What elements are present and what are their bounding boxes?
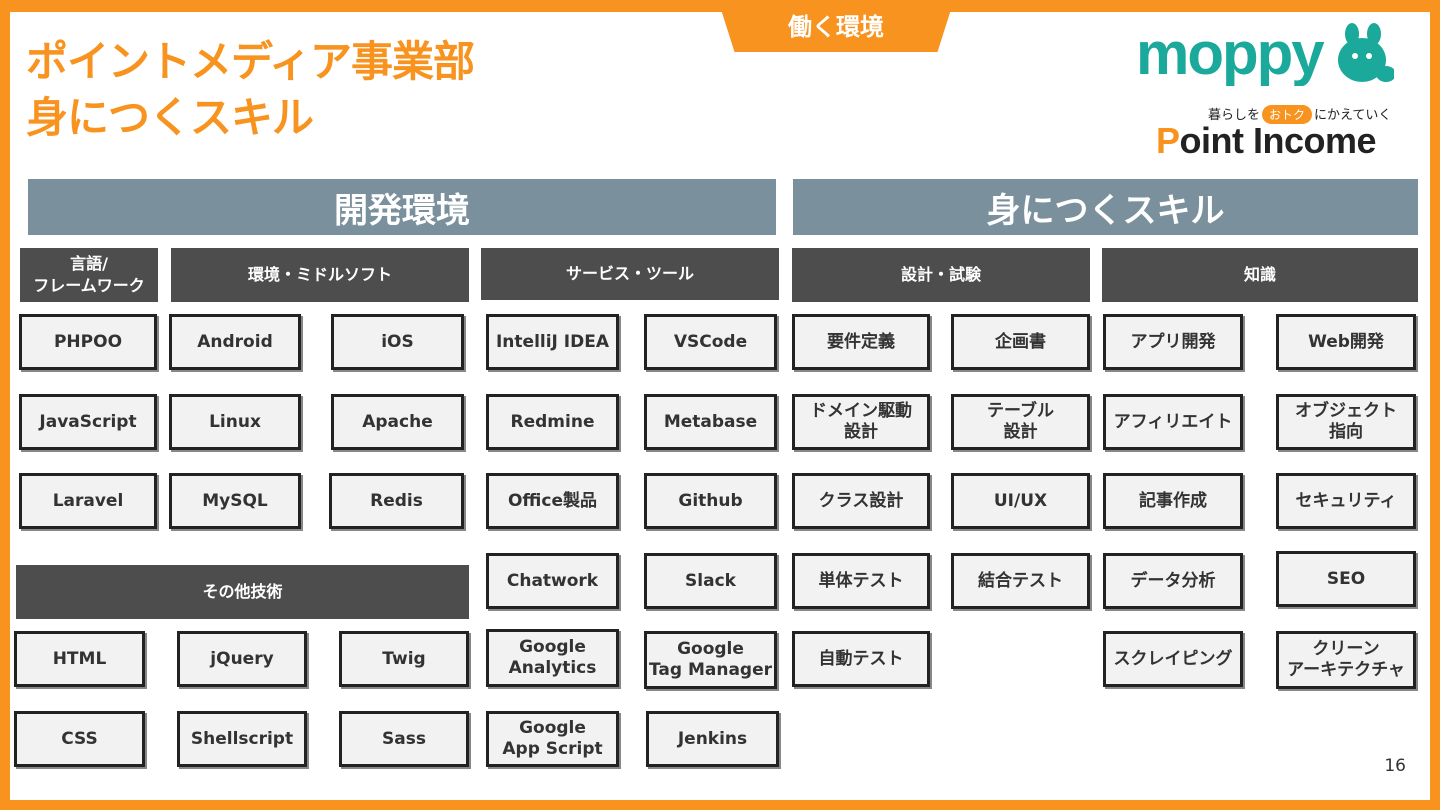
item-php: PHPOO (19, 314, 157, 370)
item-requirements: 要件定義 (792, 314, 930, 370)
item-affiliate: アフィリエイト (1103, 394, 1243, 450)
item-planning-doc: 企画書 (951, 314, 1090, 370)
item-redmine: Redmine (486, 394, 619, 450)
moppy-logo-text: moppy (1136, 20, 1325, 86)
item-article-writing: 記事作成 (1103, 473, 1243, 529)
item-vscode: VSCode (644, 314, 777, 370)
item-app-dev: アプリ開発 (1103, 314, 1243, 370)
category-middleware: 環境・ミドルソフト (171, 248, 469, 302)
category-languages: 言語/ フレームワーク (20, 248, 158, 302)
item-unit-test: 単体テスト (792, 553, 930, 609)
item-css: CSS (14, 711, 145, 767)
item-integration-test: 結合テスト (951, 553, 1090, 609)
page-title: ポイントメディア事業部 身につくスキル (26, 34, 475, 146)
tagline-post: にかえていく (1314, 108, 1392, 123)
item-security: セキュリティ (1276, 473, 1416, 529)
item-linux: Linux (169, 394, 301, 450)
page-number: 16 (1384, 756, 1406, 776)
otoku-badge: おトク (1262, 105, 1313, 124)
tagline-pre: 暮らしを (1208, 108, 1261, 123)
item-mysql: MySQL (169, 473, 301, 529)
category-other-tech: その他技術 (16, 565, 469, 619)
item-jquery: jQuery (177, 631, 307, 687)
item-clean-architecture: クリーン アーキテクチャ (1276, 631, 1416, 689)
item-scraping: スクレイピング (1103, 631, 1243, 687)
item-ui-ux: UI/UX (951, 473, 1090, 529)
item-ios: iOS (331, 314, 464, 370)
item-laravel: Laravel (19, 473, 157, 529)
item-twig: Twig (339, 631, 469, 687)
item-shellscript: Shellscript (177, 711, 307, 767)
pointincome-logo-p: P (1156, 120, 1180, 161)
category-knowledge: 知識 (1102, 248, 1418, 302)
item-google-tag-manager: Google Tag Manager (644, 631, 777, 689)
item-jenkins: Jenkins (646, 711, 779, 767)
item-auto-test: 自動テスト (792, 631, 930, 687)
item-ddd: ドメイン駆動 設計 (792, 394, 930, 450)
item-class-design: クラス設計 (792, 473, 930, 529)
pointincome-logo-rest: oint Income (1179, 120, 1377, 161)
pointincome-logo: Point Income (1156, 120, 1377, 162)
category-services: サービス・ツール (481, 248, 779, 300)
page-title-line2: 身につくスキル (26, 93, 314, 142)
moppy-mascot-icon (1338, 23, 1394, 82)
item-table-design: テーブル 設計 (951, 394, 1090, 450)
item-web-dev: Web開発 (1276, 314, 1416, 370)
section-dev-env: 開発環境 (28, 179, 776, 235)
page-title-line1: ポイントメディア事業部 (26, 37, 475, 86)
item-data-analysis: データ分析 (1103, 553, 1243, 609)
category-design-test: 設計・試験 (792, 248, 1090, 302)
item-redis: Redis (329, 473, 464, 529)
item-oop: オブジェクト 指向 (1276, 394, 1416, 450)
item-google-analytics: Google Analytics (486, 629, 619, 687)
item-chatwork: Chatwork (486, 553, 619, 609)
item-google-app-script: Google App Script (486, 711, 619, 767)
item-javascript: JavaScript (19, 394, 157, 450)
item-slack: Slack (644, 553, 777, 609)
item-intellij: IntelliJ IDEA (486, 314, 619, 370)
section-tab: 働く環境 (718, 0, 954, 52)
pointincome-tagline: 暮らしをおトクにかえていく (1208, 104, 1391, 124)
item-android: Android (169, 314, 301, 370)
item-metabase: Metabase (644, 394, 777, 450)
item-sass: Sass (339, 711, 469, 767)
item-office: Office製品 (486, 473, 619, 529)
item-github: Github (644, 473, 777, 529)
item-seo: SEO (1276, 551, 1416, 607)
item-apache: Apache (331, 394, 464, 450)
moppy-logo: moppy (1136, 20, 1394, 86)
item-html: HTML (14, 631, 145, 687)
section-skills: 身につくスキル (793, 179, 1418, 235)
